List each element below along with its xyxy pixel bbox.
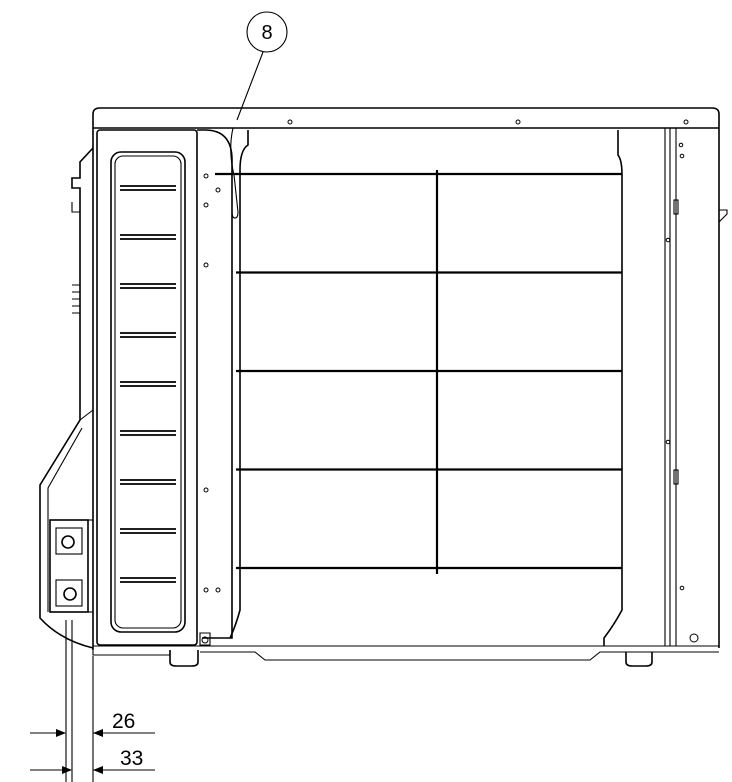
post-screw — [203, 262, 209, 268]
top-screw — [515, 119, 521, 125]
top-screw — [287, 119, 293, 125]
valve-bracket — [49, 519, 89, 613]
right-panel-screw — [665, 237, 671, 243]
side-panel-slot — [120, 381, 176, 387]
side-panel-slot — [120, 479, 176, 485]
grill-left-edge — [229, 130, 249, 639]
callout-leader-line — [236, 51, 264, 121]
arrow-icon — [93, 729, 103, 737]
dimension-label-26: 26 — [112, 710, 135, 733]
side-panel-louver-inner — [114, 155, 182, 629]
rear-ribs — [72, 284, 80, 314]
grill-right-edge — [603, 130, 623, 646]
arrow-icon — [56, 729, 66, 737]
post-screw — [215, 587, 221, 593]
service-valves — [49, 519, 93, 613]
side-panel — [96, 129, 198, 646]
callout-circle — [246, 11, 288, 53]
right-panel-tab — [673, 469, 679, 485]
post-screw — [203, 202, 209, 208]
valve-upper-nut-icon — [61, 535, 75, 549]
right-foot — [625, 652, 653, 667]
valve-upper-body — [55, 527, 83, 555]
side-panel-slot — [120, 430, 176, 436]
side-panel-slot — [120, 528, 176, 534]
side-panel-frame — [96, 129, 198, 646]
corner-screw — [201, 636, 209, 644]
right-panel-tab — [673, 199, 679, 215]
side-panel-louver-outer — [110, 151, 186, 633]
side-panel-slot — [120, 332, 176, 338]
corner-post-foot — [199, 632, 211, 646]
right-hook — [718, 209, 728, 223]
dimension-33: 33 — [30, 747, 155, 774]
side-panel-slot — [120, 185, 176, 191]
right-panel-screw — [665, 439, 671, 445]
right-panel-screw — [679, 153, 685, 159]
rear-clip — [71, 202, 80, 213]
dimension-26: 26 — [30, 710, 155, 737]
top-cover — [92, 107, 720, 128]
left-foot — [169, 650, 199, 667]
grill-bars — [215, 170, 622, 574]
post-screw — [203, 173, 209, 179]
right-panel-screw — [679, 585, 685, 591]
right-side-panel — [664, 128, 728, 646]
body-bottom-left — [92, 650, 171, 656]
rear-inner-profile — [47, 427, 83, 612]
right-panel-screw — [678, 142, 684, 148]
side-panel-slot — [120, 577, 176, 583]
front-fan-grill — [215, 130, 623, 646]
part-callout-8: 8 — [236, 11, 288, 121]
rear-slope — [79, 409, 94, 421]
side-panel-slot — [120, 234, 176, 240]
valve-lower-nut-icon — [63, 587, 77, 601]
corner-post — [197, 129, 233, 639]
arrow-icon — [93, 766, 103, 774]
side-panel-slots — [120, 185, 176, 583]
post-screw — [203, 587, 209, 593]
post-screw — [215, 187, 221, 193]
arrow-icon — [62, 766, 72, 774]
base-pan — [200, 651, 719, 661]
dimension-label-33: 33 — [120, 747, 143, 770]
dimension-annotations: 26 33 — [30, 620, 155, 782]
rear-profile — [39, 147, 94, 649]
callout-label: 8 — [261, 22, 272, 44]
side-panel-slot — [120, 283, 176, 289]
top-screw — [683, 119, 689, 125]
wire-part-8 — [230, 127, 239, 219]
post-screw — [203, 487, 209, 493]
valve-lower-body — [55, 579, 83, 607]
right-panel-drain-hole — [689, 633, 699, 643]
